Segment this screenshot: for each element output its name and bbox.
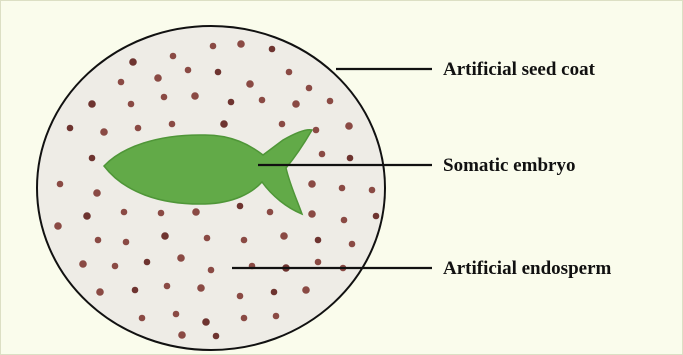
endosperm-granule (271, 289, 278, 296)
endosperm-granule (161, 232, 169, 240)
endosperm-granule (280, 232, 288, 240)
endosperm-granule (319, 151, 326, 158)
endosperm-granule (306, 85, 313, 92)
endosperm-granule (349, 241, 356, 248)
endosperm-granule (308, 180, 316, 188)
endosperm-granule (132, 287, 139, 294)
endosperm-granule (228, 99, 235, 106)
endosperm-granule (213, 333, 220, 340)
endosperm-granule (204, 235, 211, 242)
somatic-embryo-label: Somatic embryo (443, 154, 575, 178)
endosperm-granule (121, 209, 128, 216)
endosperm-granule (241, 315, 248, 322)
endosperm-granule (177, 254, 185, 262)
endosperm-granule (83, 212, 91, 220)
endosperm-granule (100, 128, 108, 136)
seed-coat-label: Artificial seed coat (443, 58, 595, 82)
endosperm-granule (315, 259, 322, 266)
endosperm-granule (327, 98, 334, 105)
endosperm-granule (197, 284, 205, 292)
endosperm-granule (345, 122, 353, 130)
endosperm-granule (135, 125, 142, 132)
endosperm-granule (139, 315, 146, 322)
endosperm-granule (269, 46, 276, 53)
endosperm-granule (79, 260, 87, 268)
endosperm-granule (191, 92, 199, 100)
endosperm-granule (373, 213, 380, 220)
endosperm-granule (95, 237, 102, 244)
endosperm-granule (161, 94, 168, 101)
endosperm-granule (215, 69, 222, 76)
endosperm-granule (154, 74, 162, 82)
endosperm-granule (286, 69, 293, 76)
endosperm-granule (128, 101, 135, 108)
endosperm-granule (93, 189, 101, 197)
endosperm-granule (54, 222, 62, 230)
endosperm-granule (129, 58, 137, 66)
endosperm-granule (292, 100, 300, 108)
endosperm-granule (96, 288, 104, 296)
endosperm-granule (237, 293, 244, 300)
endosperm-granule (313, 127, 320, 134)
endosperm-granule (208, 267, 215, 274)
endosperm-granule (267, 209, 274, 216)
endosperm-granule (88, 100, 96, 108)
endosperm-granule (246, 80, 254, 88)
endosperm-granule (57, 181, 64, 188)
endosperm-granule (241, 237, 248, 244)
endosperm-granule (192, 208, 200, 216)
endosperm-granule (259, 97, 266, 104)
endosperm-granule (169, 121, 176, 128)
endosperm-granule (202, 318, 210, 326)
endosperm-granule (170, 53, 177, 60)
endosperm-granule (67, 125, 74, 132)
endosperm-granule (273, 313, 280, 320)
endosperm-granule (158, 210, 165, 217)
endosperm-granule (302, 286, 310, 294)
endosperm-granule (315, 237, 322, 244)
endosperm-label: Artificial endosperm (443, 257, 611, 281)
endosperm-granule (89, 155, 96, 162)
endosperm-granule (341, 217, 348, 224)
endosperm-granule (279, 121, 286, 128)
endosperm-granule (210, 43, 217, 50)
endosperm-granule (369, 187, 376, 194)
endosperm-granule (185, 67, 192, 74)
endosperm-granule (173, 311, 180, 318)
endosperm-granule (220, 120, 228, 128)
endosperm-granule (237, 40, 245, 48)
endosperm-granule (123, 239, 130, 246)
endosperm-granule (339, 185, 346, 192)
endosperm-granule (118, 79, 125, 86)
endosperm-granule (308, 210, 316, 218)
endosperm-granule (178, 331, 186, 339)
endosperm-granule (237, 203, 244, 210)
endosperm-granule (144, 259, 151, 266)
endosperm-granule (164, 283, 171, 290)
endosperm-granule (112, 263, 119, 270)
endosperm-granule (347, 155, 354, 162)
